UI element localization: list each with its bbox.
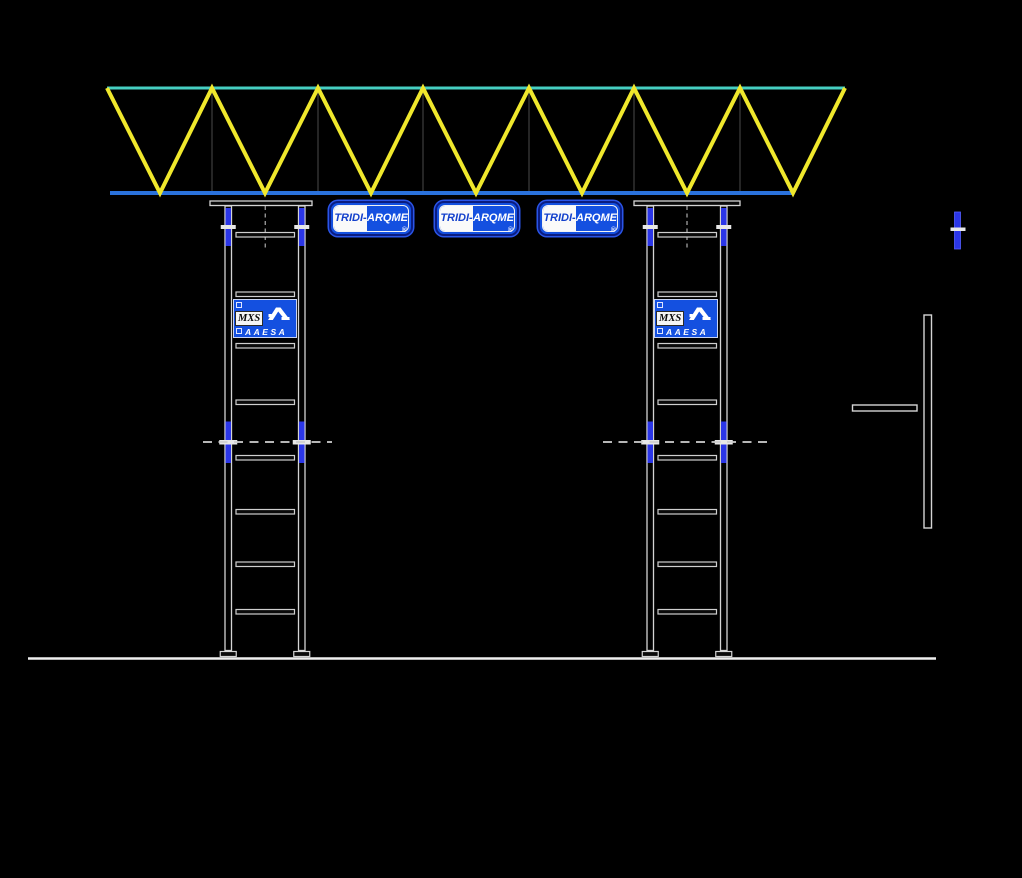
badge-corner-square [657,302,663,308]
column-rail [719,205,728,652]
aaesa-logo-icon [689,307,711,320]
registered-trademark-mark: ® [507,227,513,234]
splice-collar-top [716,225,732,229]
registered-trademark-mark: ® [401,227,407,234]
aaesa-label: AAESA [666,326,709,337]
tridi-arqme-badge: TRIDI- ARQME ® [538,201,622,236]
column-rung [235,231,296,238]
column-rung [235,342,296,349]
column-rung [657,454,718,461]
column-cap-plate [633,200,741,207]
column-rung [235,454,296,461]
column-rung [657,561,718,568]
mxs-label: MXS [235,311,264,326]
column-rung [657,508,718,515]
column-rung [235,399,296,406]
arqme-label: ARQME [576,212,617,224]
column-rung [235,561,296,568]
column-rung [657,608,718,615]
column-rung [235,291,296,298]
aaesa-label: AAESA [245,326,288,337]
aaesa-badge: MXS AAESA [233,299,297,338]
column-cap-plate [209,200,313,207]
arqme-label: ARQME [473,212,514,224]
tridi-label: TRIDI- [543,206,577,231]
column-rung [235,508,296,515]
badge-corner-square [236,328,242,334]
column-rail [297,205,306,652]
column-rung [657,291,718,298]
tridi-arqme-badge-panel: TRIDI- ARQME [542,205,618,232]
badge-corner-square [657,328,663,334]
splice-collar-mid [219,440,238,445]
splice-collar-top [220,225,236,229]
column-rung [657,231,718,238]
column-rung [235,608,296,615]
tridi-label: TRIDI- [440,206,474,231]
tridi-label: TRIDI- [334,206,368,231]
column-base-pad [293,650,311,658]
tridi-arqme-badge-panel: TRIDI- ARQME [439,205,515,232]
tridi-arqme-badge: TRIDI- ARQME ® [329,201,413,236]
mxs-label: MXS [656,311,685,326]
column-rung [657,342,718,349]
arqme-label: ARQME [367,212,408,224]
column-base-pad [641,650,659,658]
column-base-pad [219,650,237,658]
detail-arm-profile [851,404,918,412]
registered-trademark-mark: ® [610,227,616,234]
aaesa-logo-icon [268,307,290,320]
column-rail [224,205,233,652]
detail-splice-collar [950,227,966,231]
column-rung [657,399,718,406]
badge-corner-square [236,302,242,308]
tridi-arqme-badge-panel: TRIDI- ARQME [333,205,409,232]
column-rail [646,205,655,652]
truss-diagonal-members [105,83,847,198]
detail-post-profile [923,314,933,529]
splice-collar-top [294,225,310,229]
aaesa-badge: MXS AAESA [654,299,718,338]
tridi-arqme-badge: TRIDI- ARQME ® [435,201,519,236]
splice-collar-mid [714,440,733,445]
splice-collar-top [642,225,658,229]
column-base-pad [715,650,733,658]
